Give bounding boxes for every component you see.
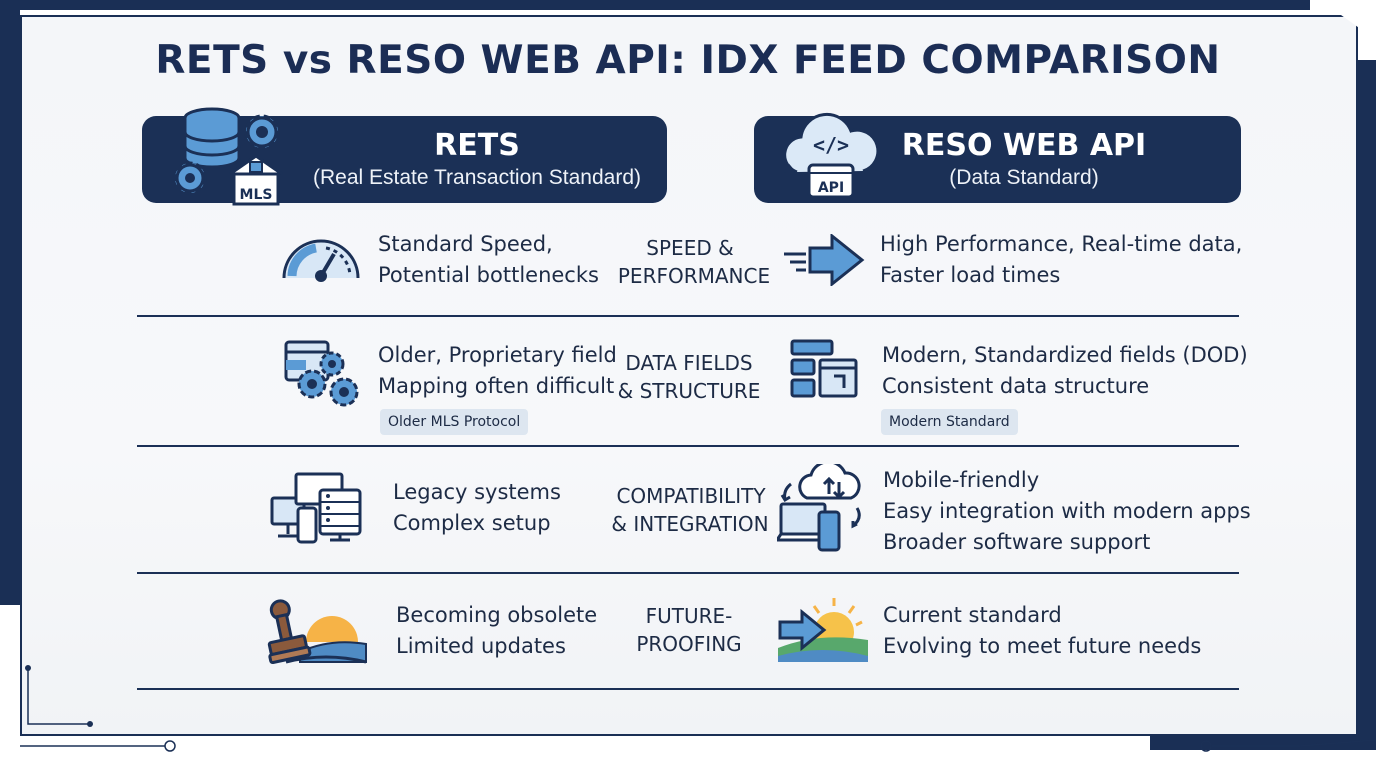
structured-blocks-icon [790, 339, 858, 398]
compat-right-line2: Easy integration with modern apps [883, 499, 1251, 523]
background-bottom-band [1150, 736, 1376, 750]
row-divider [137, 315, 1239, 317]
data-left-line2: Mapping often difficult [378, 374, 615, 398]
compat-right-line1: Mobile-friendly [883, 468, 1040, 492]
compat-left-line1: Legacy systems [393, 480, 561, 504]
legacy-devices-server-icon [270, 472, 362, 544]
future-right-line2: Evolving to meet future needs [883, 634, 1202, 658]
background-right-band [1358, 60, 1376, 750]
rets-header-title: RETS [434, 128, 520, 163]
speed-right-line2: Faster load times [880, 263, 1061, 287]
background-top-band [0, 0, 1310, 10]
api-icon-label: API [818, 180, 844, 196]
compat-right-line3: Broader software support [883, 530, 1151, 554]
future-category-line1: FUTURE- [645, 604, 733, 628]
future-category-line2: PROOFING [636, 632, 742, 656]
speed-right-line1: High Performance, Real-time data, [880, 232, 1243, 256]
page-title: RETS vs RESO WEB API: IDX FEED COMPARISO… [155, 38, 1221, 83]
window-gears-icon [284, 340, 359, 407]
cloud-code-api-icon: </> API [782, 112, 880, 199]
data-left-line1: Older, Proprietary field [378, 343, 617, 367]
row-divider [137, 445, 1239, 447]
future-left-line2: Limited updates [396, 634, 566, 658]
data-right-line2: Consistent data structure [882, 374, 1150, 398]
future-right-line1: Current standard [883, 603, 1062, 627]
fast-arrow-icon [784, 234, 865, 286]
mls-icon-label: MLS [240, 187, 273, 203]
speed-category-line2: PERFORMANCE [617, 264, 771, 288]
data-category-line2: & STRUCTURE [617, 379, 761, 403]
reso-header-title: RESO WEB API [901, 128, 1147, 163]
speed-left-line2: Potential bottlenecks [378, 263, 599, 287]
data-right-line1: Modern, Standardized fields (DOD) [882, 343, 1248, 367]
cloud-sync-devices-icon [777, 464, 861, 552]
speedometer-icon [282, 239, 360, 282]
row-divider [137, 688, 1239, 690]
stamp-sunset-icon [267, 599, 367, 665]
modern-standard-badge: Modern Standard [881, 409, 1018, 435]
speed-left-line1: Standard Speed, [378, 232, 553, 256]
future-left-line1: Becoming obsolete [396, 603, 598, 627]
row-divider [137, 572, 1239, 574]
rets-header-subtitle: (Real Estate Transaction Standard) [312, 166, 641, 189]
background-left-band [0, 0, 20, 605]
speed-category-line1: SPEED & [646, 236, 734, 260]
database-gears-house-icon: MLS [173, 107, 283, 206]
compat-category-line2: & INTEGRATION [611, 512, 769, 536]
reso-header-subtitle: (Data Standard) [949, 166, 1099, 189]
data-category-line1: DATA FIELDS [625, 351, 753, 375]
compat-category-line1: COMPATIBILITY [616, 484, 766, 508]
compat-left-line2: Complex setup [393, 511, 551, 535]
svg-text:</>: </> [813, 133, 849, 157]
older-mls-protocol-badge: Older MLS Protocol [380, 409, 529, 435]
arrow-sunrise-icon [778, 598, 868, 662]
